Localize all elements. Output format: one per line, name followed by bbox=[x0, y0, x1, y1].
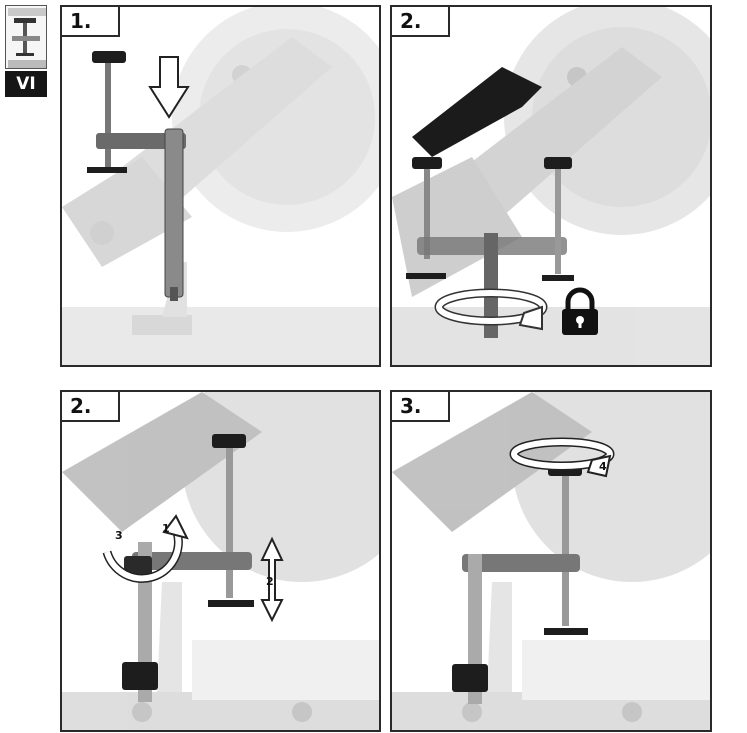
panel-step-3: 3. 4 bbox=[390, 390, 712, 732]
down-arrow-icon bbox=[148, 56, 190, 119]
step-number: 2. bbox=[392, 7, 450, 37]
clamp-adjust-illustration: 3 1 2 bbox=[62, 392, 379, 730]
clamp-tighten-illustration: 4 bbox=[392, 392, 710, 730]
clamp-lock-illustration bbox=[392, 7, 710, 365]
step-number: 2. bbox=[62, 392, 120, 422]
clamp-insert-illustration bbox=[62, 7, 379, 365]
final-tighten-marker: 4 bbox=[599, 460, 607, 473]
vertical-adjust-marker: 2 bbox=[266, 575, 274, 588]
section-thumbnail bbox=[5, 5, 47, 69]
panel-step-2-adjust: 2. 3 1 2 bbox=[60, 390, 381, 732]
rotate-ccw-marker: 3 bbox=[115, 529, 123, 542]
rotate-arrow-icon bbox=[434, 288, 548, 331]
final-tighten-arrow-icon: 4 bbox=[509, 437, 615, 478]
panel-step-1: 1. bbox=[60, 5, 381, 367]
rotate-cw-marker: 1 bbox=[162, 522, 170, 535]
vertical-adjust-arrow-icon: 2 bbox=[260, 536, 284, 623]
panel-step-2-lock: 2. bbox=[390, 5, 712, 367]
step-number: 1. bbox=[62, 7, 120, 37]
step-number: 3. bbox=[392, 392, 450, 422]
clamp-thumbnail-icon bbox=[8, 8, 46, 68]
section-label: VI bbox=[5, 71, 47, 97]
lock-icon bbox=[562, 287, 598, 335]
